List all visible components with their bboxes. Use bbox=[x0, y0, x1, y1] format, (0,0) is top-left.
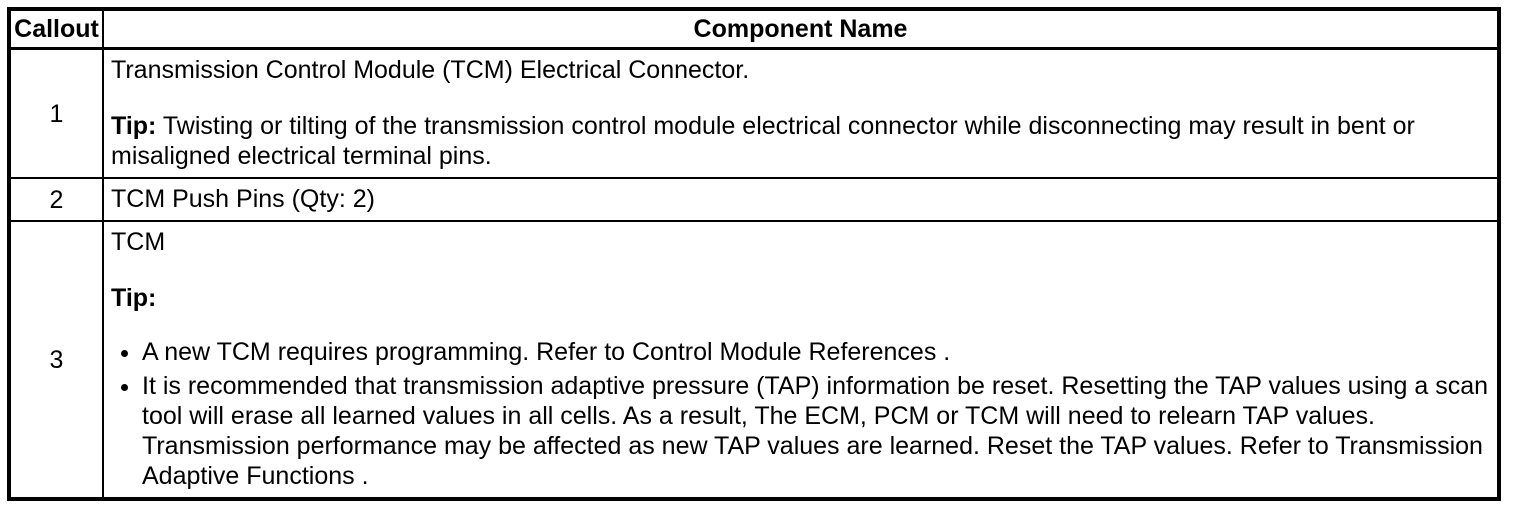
component-title: Transmission Control Module (TCM) Electr… bbox=[111, 56, 750, 84]
callout-column-header: Callout bbox=[8, 8, 104, 50]
callout-number: 3 bbox=[8, 220, 104, 500]
header-row: Callout Component Name bbox=[8, 8, 1500, 50]
callout-number: 2 bbox=[8, 177, 104, 222]
tip-bullet-list: A new TCM requires programming. Refer to… bbox=[111, 337, 1489, 491]
component-title: TCM bbox=[111, 228, 166, 256]
bullet-item: A new TCM requires programming. Refer to… bbox=[142, 337, 1489, 367]
table-row: 2 TCM Push Pins (Qty: 2) bbox=[8, 177, 1500, 222]
table-row: 3 TCM Tip: A new TCM requires programmin… bbox=[8, 220, 1500, 500]
component-name-column-header: Component Name bbox=[102, 8, 1500, 50]
component-cell: TCM Push Pins (Qty: 2) bbox=[102, 177, 1500, 222]
component-table: Callout Component Name 1 Transmission Co… bbox=[7, 7, 1501, 501]
tip-text: Twisting or tilting of the transmission … bbox=[111, 112, 1415, 170]
table-row: 1 Transmission Control Module (TCM) Elec… bbox=[8, 47, 1500, 179]
bullet-item: It is recommended that transmission adap… bbox=[142, 371, 1489, 491]
component-title: TCM Push Pins (Qty: 2) bbox=[111, 185, 375, 213]
tip-paragraph: Tip: bbox=[111, 283, 1489, 313]
callout-number: 1 bbox=[8, 47, 104, 179]
tip-paragraph: Tip: Twisting or tilting of the transmis… bbox=[111, 111, 1489, 171]
component-cell: Transmission Control Module (TCM) Electr… bbox=[102, 47, 1500, 179]
tip-label: Tip: bbox=[111, 284, 157, 312]
tip-label: Tip: bbox=[111, 112, 157, 140]
component-cell: TCM Tip: A new TCM requires programming.… bbox=[102, 220, 1500, 500]
